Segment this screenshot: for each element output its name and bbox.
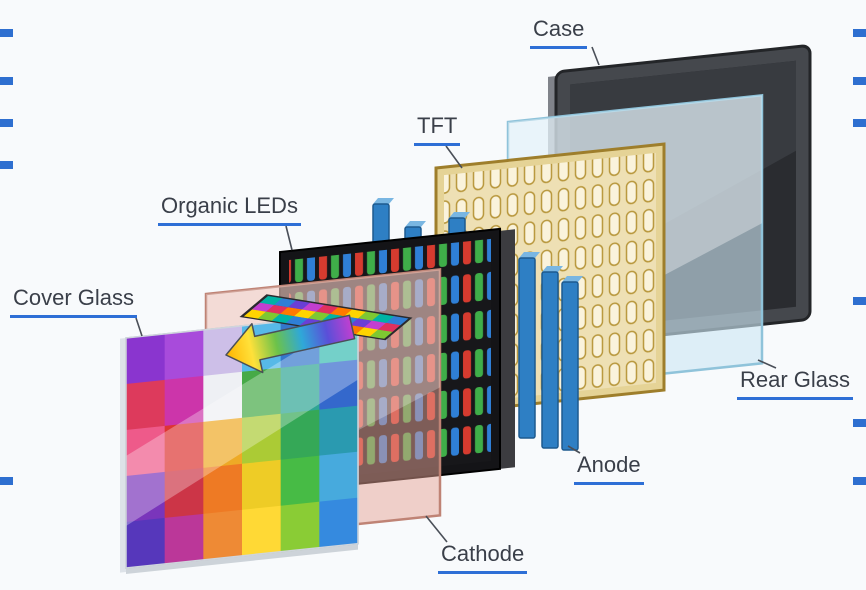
case-pointer-line bbox=[591, 46, 600, 66]
anode-pointer-line bbox=[567, 445, 581, 454]
label-case: Case bbox=[530, 16, 588, 50]
edge-mark bbox=[853, 119, 866, 127]
label-anode: Anode bbox=[574, 452, 644, 486]
label-rear-glass: Rear Glass bbox=[737, 367, 854, 401]
rear-glass-pointer-line bbox=[757, 359, 777, 369]
edge-mark bbox=[853, 77, 866, 85]
edge-mark bbox=[0, 119, 13, 127]
label-tft: TFT bbox=[414, 113, 461, 147]
tft-pointer-line bbox=[445, 145, 463, 169]
label-connectors bbox=[135, 46, 777, 543]
cathode-pointer-line bbox=[425, 515, 448, 543]
organic-leds-pointer-line bbox=[285, 225, 293, 251]
edge-mark bbox=[0, 77, 13, 85]
edge-mark bbox=[853, 297, 866, 305]
edge-mark bbox=[0, 161, 13, 169]
edge-mark bbox=[853, 477, 866, 485]
edge-mark bbox=[0, 29, 13, 37]
label-organic-leds: Organic LEDs bbox=[158, 193, 301, 227]
edge-mark bbox=[0, 477, 13, 485]
edge-mark bbox=[853, 419, 866, 427]
anode-bar bbox=[561, 276, 583, 451]
label-cover-glass: Cover Glass bbox=[10, 285, 138, 319]
label-cathode: Cathode bbox=[438, 541, 528, 575]
layer-cover-glass bbox=[120, 312, 359, 574]
rainbow-zoom-arrow-icon bbox=[225, 314, 356, 374]
edge-mark bbox=[853, 29, 866, 37]
anode-bar bbox=[518, 252, 540, 439]
pixel-zoom-chip bbox=[239, 294, 413, 341]
cover-glass-pointer-line bbox=[135, 317, 143, 337]
anode-bar bbox=[541, 266, 563, 449]
